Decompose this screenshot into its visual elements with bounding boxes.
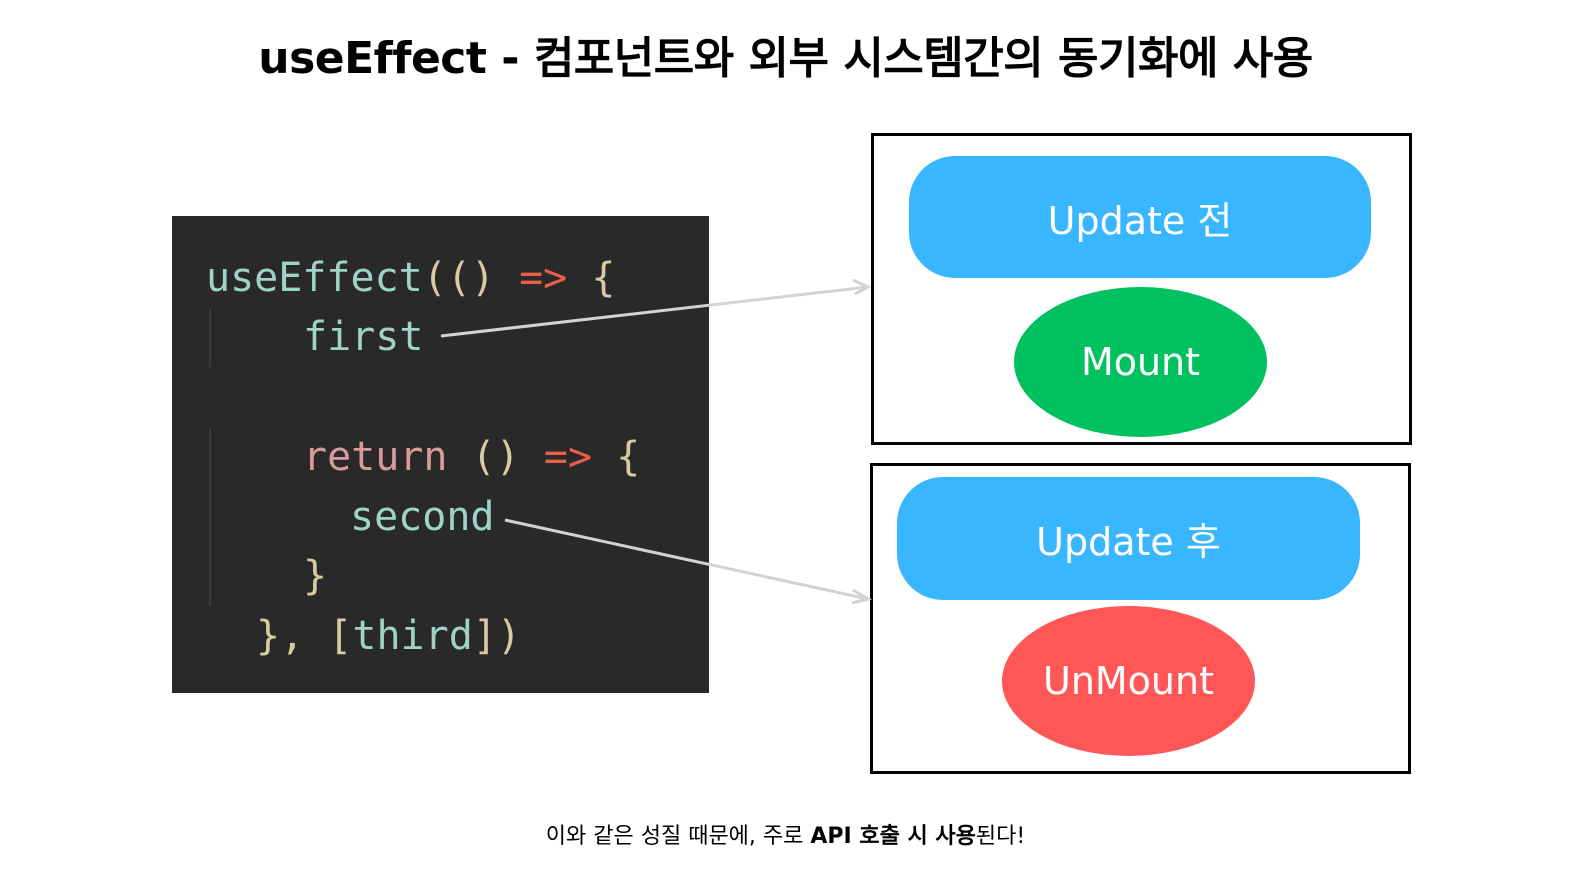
first-to-before-arrow — [440, 278, 872, 338]
mount-label: Mount — [1080, 340, 1201, 384]
caption: 이와 같은 성질 때문에, 주로 API 호출 시 사용된다! — [0, 818, 1571, 850]
second-to-after-arrow — [504, 518, 872, 605]
code-return-keyword: return — [303, 434, 448, 480]
code-line-5: } — [303, 552, 327, 600]
unmount-ellipse: UnMount — [1002, 606, 1255, 756]
code-paren: (() — [422, 255, 495, 301]
caption-bold: API 호출 시 사용 — [810, 824, 976, 849]
code-bracket: [ — [328, 613, 353, 659]
code-line-3: return () => { — [303, 433, 640, 481]
code-function-name: useEffect — [206, 255, 423, 301]
code-line-2: first — [303, 313, 423, 361]
code-second: second — [350, 494, 495, 540]
update-after-label: Update 후 — [1036, 520, 1221, 564]
update-after-pill: Update 후 — [897, 477, 1360, 600]
code-line-4: second — [350, 493, 495, 541]
code-arrow: => — [519, 255, 568, 301]
after-update-box: Update 후 UnMount — [870, 463, 1411, 774]
code-paren: () — [471, 434, 520, 480]
code-brace: }, — [256, 613, 305, 659]
update-before-pill: Update 전 — [909, 156, 1371, 278]
before-update-box: Update 전 Mount — [871, 133, 1412, 445]
code-first: first — [303, 314, 424, 360]
caption-text-1: 이와 같은 성질 때문에, 주로 — [545, 824, 811, 849]
code-line-1: useEffect(() => { — [206, 254, 615, 302]
code-brace: } — [303, 553, 328, 599]
code-brace: { — [616, 434, 641, 480]
indent-guide — [209, 309, 211, 367]
code-arrow: => — [543, 434, 593, 480]
code-brace: { — [591, 255, 616, 301]
caption-text-2: 된다! — [975, 824, 1026, 849]
indent-guide — [209, 428, 211, 606]
code-third: third — [352, 613, 473, 659]
page-title: useEffect - 컴포넌트와 외부 시스템간의 동기화에 사용 — [258, 33, 1313, 84]
code-snippet-panel: useEffect(() => { first return () => { s… — [172, 216, 709, 693]
unmount-label: UnMount — [1043, 659, 1214, 703]
code-bracket: ]) — [472, 613, 521, 659]
code-line-6: }, [third]) — [256, 612, 521, 660]
mount-ellipse: Mount — [1014, 287, 1267, 437]
update-before-label: Update 전 — [1047, 198, 1233, 243]
